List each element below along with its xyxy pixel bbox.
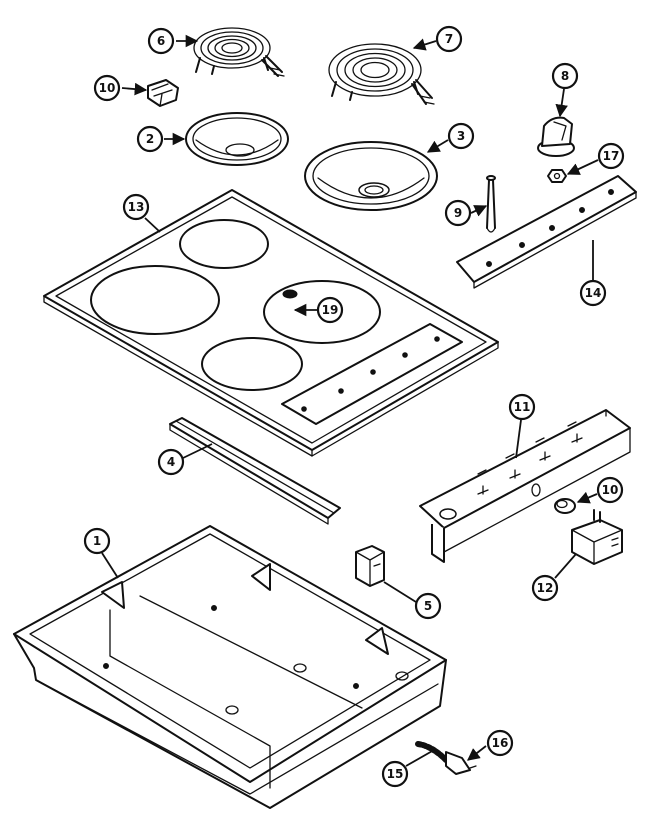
- svg-text:1: 1: [93, 534, 101, 548]
- callout-8: 8: [551, 62, 579, 90]
- svg-text:5: 5: [424, 599, 432, 613]
- coil-element-large: [328, 43, 435, 105]
- callout-3: 3: [447, 122, 475, 150]
- svg-text:9: 9: [454, 206, 462, 220]
- control-bracket-lower: [419, 409, 631, 563]
- svg-text:7: 7: [445, 32, 453, 46]
- svg-text:19: 19: [322, 303, 339, 317]
- callout-1: 1: [83, 527, 111, 555]
- svg-text:6: 6: [157, 34, 165, 48]
- svg-text:10: 10: [99, 81, 116, 95]
- callout-4: 4: [157, 448, 185, 476]
- svg-text:13: 13: [128, 200, 145, 214]
- svg-text:11: 11: [514, 400, 531, 414]
- callouts: 6 7 10 8 2 3 17 9 13 14 19 11 4 10 1 12: [83, 25, 625, 788]
- callout-15: 15: [381, 760, 409, 788]
- knob: [537, 116, 575, 157]
- svg-text:8: 8: [561, 69, 569, 83]
- drip-pan-large: [304, 141, 438, 211]
- svg-text:12: 12: [537, 581, 554, 595]
- cap-lower: [554, 498, 576, 514]
- callout-6: 6: [147, 27, 175, 55]
- callout-11: 11: [508, 393, 536, 421]
- callout-2: 2: [136, 125, 164, 153]
- svg-text:4: 4: [167, 455, 175, 469]
- callout-5: 5: [414, 592, 442, 620]
- nut: [547, 169, 567, 183]
- terminal-block-upper: [147, 79, 179, 107]
- callout-9: 9: [444, 199, 472, 227]
- callout-19: 19: [316, 296, 344, 324]
- bracket-clip: [355, 545, 385, 587]
- callout-14: 14: [579, 279, 607, 307]
- control-bracket-upper: [456, 175, 637, 289]
- callout-10-lower: 10: [596, 476, 624, 504]
- burner-box: [13, 525, 447, 809]
- pin: [486, 175, 496, 233]
- svg-text:17: 17: [603, 149, 620, 163]
- svg-text:14: 14: [585, 286, 602, 300]
- svg-text:2: 2: [146, 132, 154, 146]
- svg-text:10: 10: [602, 483, 619, 497]
- drip-pan-small: [185, 112, 289, 166]
- callout-17: 17: [597, 142, 625, 170]
- wire-harness: [415, 741, 477, 775]
- trim-strip: [169, 417, 341, 525]
- svg-text:15: 15: [387, 767, 404, 781]
- svg-text:3: 3: [457, 129, 465, 143]
- callout-7: 7: [435, 25, 463, 53]
- svg-text:16: 16: [492, 736, 509, 750]
- callout-10-upper: 10: [93, 74, 121, 102]
- callout-16: 16: [486, 729, 514, 757]
- cooktop: [43, 189, 499, 457]
- callout-13: 13: [122, 193, 150, 221]
- callout-12: 12: [531, 574, 559, 602]
- switch: [571, 509, 623, 565]
- coil-element-small: [193, 27, 285, 77]
